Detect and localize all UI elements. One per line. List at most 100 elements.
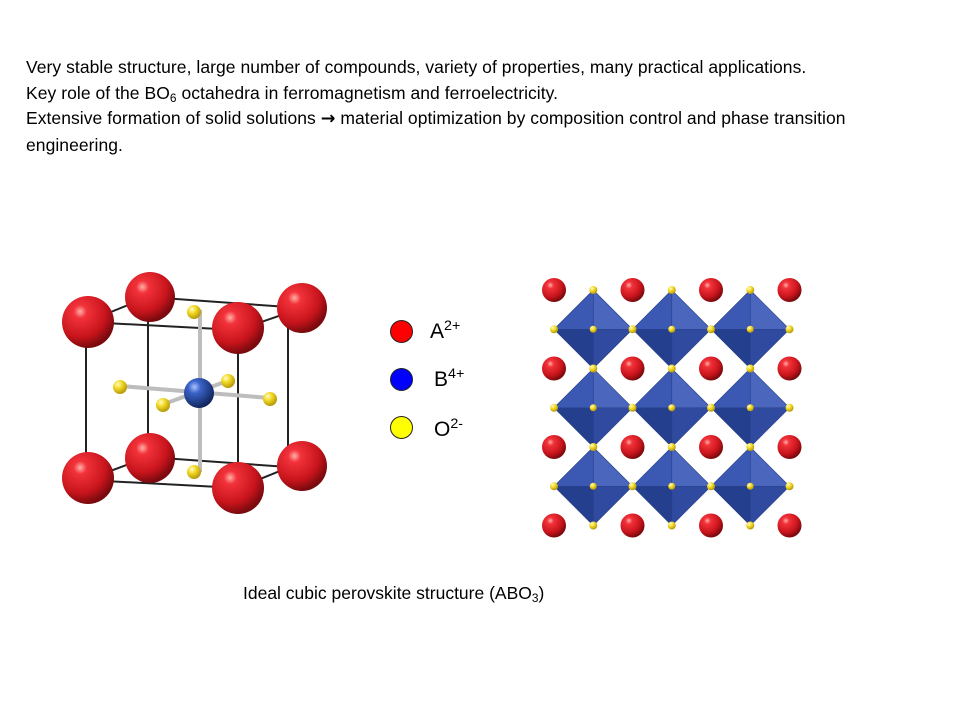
octahedron-face [710, 367, 751, 409]
oxygen-layer [550, 286, 794, 530]
o-ion [785, 403, 794, 412]
a-ion [699, 278, 723, 302]
a-ion [212, 302, 264, 354]
o-ion [589, 521, 598, 530]
a-site-layer [542, 278, 802, 538]
o-ion [668, 325, 676, 333]
o-ion [746, 521, 755, 530]
octahedron-face [710, 289, 751, 330]
a-ion [125, 272, 175, 322]
o-ion [589, 404, 597, 412]
o-ion [628, 403, 637, 412]
o-ion [707, 325, 715, 334]
perovskite-lattice-diagram [542, 278, 802, 538]
yellow-circle-icon [390, 416, 413, 439]
o-ion [550, 325, 558, 334]
octahedron [631, 367, 712, 448]
a-ion [62, 296, 114, 348]
o-ion [746, 325, 754, 333]
a-ion [699, 435, 723, 459]
a-ion [620, 435, 645, 459]
octahedron-face [631, 367, 673, 409]
o-ion [550, 403, 558, 412]
legend-item-a [390, 320, 413, 343]
a-ion [542, 435, 566, 459]
o-ion [707, 482, 715, 491]
figure-caption: Ideal cubic perovskite structure (ABO3) [243, 583, 545, 605]
o-ion [113, 380, 127, 394]
o-ion [156, 398, 170, 412]
intro-line-2: Key role of the BO6 octahedra in ferroma… [26, 82, 559, 105]
octahedron-face [553, 367, 594, 409]
a-ion [62, 452, 114, 504]
a-ion [620, 513, 645, 538]
octahedron [631, 446, 712, 527]
a-ion [777, 513, 802, 538]
o-ion [589, 325, 597, 333]
o-ion [589, 286, 598, 294]
octahedron [710, 446, 791, 527]
octahedron-face [631, 446, 673, 487]
a-ion [699, 513, 723, 538]
octahedron-face [710, 446, 751, 487]
o-ion [589, 364, 598, 373]
a-ion [212, 462, 264, 514]
a-ion [620, 278, 645, 302]
a-ion [125, 433, 175, 483]
o-ion [667, 521, 676, 530]
a-ion [699, 356, 723, 381]
b-ion [184, 378, 214, 408]
o-ion [746, 482, 754, 490]
octahedron-face [553, 446, 594, 487]
o-ion [785, 325, 794, 334]
a-ion [777, 278, 802, 302]
octahedron-face [553, 289, 594, 330]
o-ion [667, 443, 676, 451]
legend-label-o: O2- [434, 416, 464, 441]
octahedra-layer [553, 289, 791, 527]
caption-subscript: 3 [531, 590, 539, 605]
o-ion [221, 374, 235, 388]
a-ion [542, 356, 566, 381]
o-ion [746, 286, 755, 294]
octahedron [710, 367, 791, 448]
legend-item-o [390, 416, 413, 439]
octahedron [553, 367, 634, 448]
o-ion [263, 392, 277, 406]
a-ion [777, 435, 802, 459]
a-ion [277, 283, 327, 333]
intro-line-3: Extensive formation of solid solutions →… [26, 108, 846, 155]
legend-label-a: A2+ [430, 318, 461, 343]
intro-text: Very stable structure, large number of c… [26, 55, 906, 158]
o-ion [628, 325, 637, 334]
o-ion [589, 482, 597, 490]
o-ion [667, 286, 676, 294]
intro-line-1: Very stable structure, large number of c… [26, 57, 807, 77]
a-ion [777, 356, 802, 381]
o-ion [550, 482, 558, 491]
o-ion [668, 404, 676, 412]
o-ion [628, 482, 637, 491]
o-ion [746, 443, 755, 451]
legend-label-b: B4+ [434, 366, 465, 391]
octahedron [553, 446, 634, 527]
a-ion [542, 513, 566, 538]
a-ion [542, 278, 566, 302]
octahedron [631, 289, 712, 370]
o-ion [589, 443, 598, 451]
o-ion [707, 403, 715, 412]
o-ion [746, 364, 755, 373]
o-ion [746, 404, 754, 412]
o-ion [187, 465, 201, 479]
unit-cell-diagram [62, 272, 327, 514]
octahedron [710, 289, 791, 370]
o-ion [667, 364, 676, 373]
arrow-icon: → [320, 109, 336, 130]
octahedron [553, 289, 634, 370]
blue-circle-icon [390, 368, 413, 391]
legend-item-b [390, 368, 413, 391]
o-ion [785, 482, 794, 491]
a-ion [620, 356, 645, 381]
o-ion [187, 305, 201, 319]
o-ion [668, 482, 676, 490]
